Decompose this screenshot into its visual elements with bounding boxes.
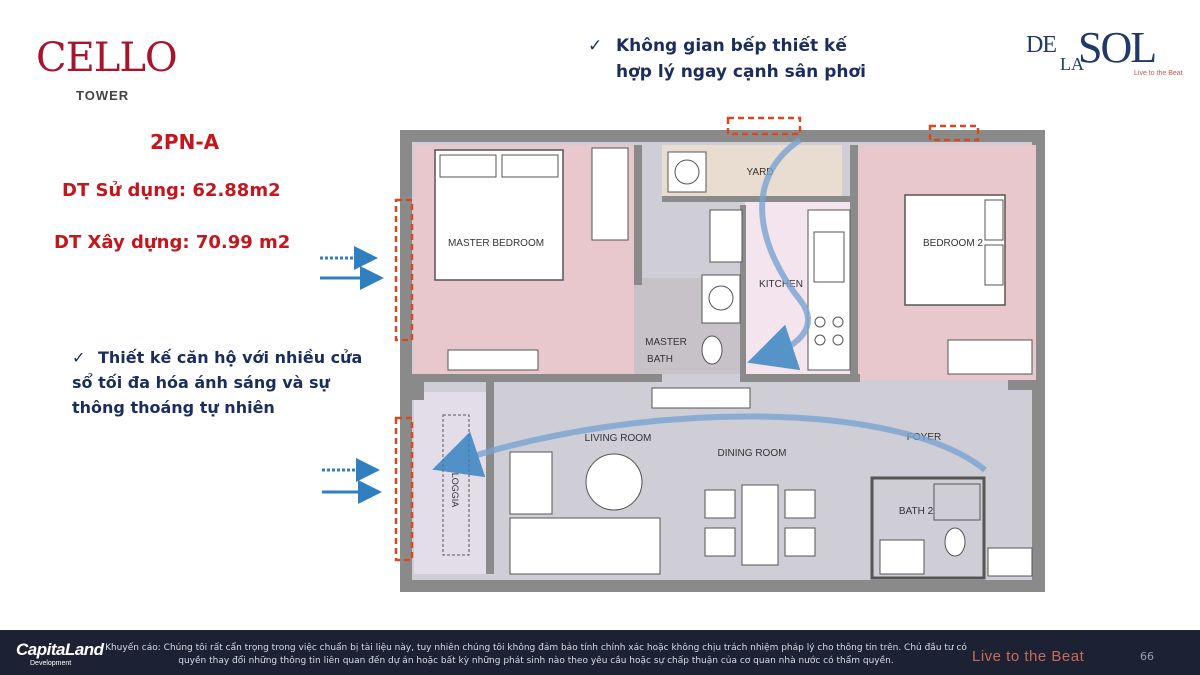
cello-logo-sub: TOWER bbox=[76, 88, 130, 103]
basin bbox=[708, 285, 734, 311]
window-note: ✓ Thiết kế căn hộ với nhiều cửa sổ tối đ… bbox=[72, 345, 392, 420]
yard-label: YARD bbox=[746, 167, 773, 178]
pillow2 bbox=[984, 199, 1004, 241]
kitchen-sink bbox=[813, 231, 845, 283]
footer: CapitaLand Development Khuyến cáo: Chúng… bbox=[0, 630, 1200, 675]
wardrobe2 bbox=[947, 339, 1033, 375]
kitchen-note-line2: hợp lý ngay cạnh sân phơi bbox=[616, 62, 866, 82]
master-bedroom-label: MASTER BEDROOM bbox=[448, 238, 544, 249]
kitchen-label: KITCHEN bbox=[759, 279, 803, 290]
kitchen-note: ✓ Không gian bếp thiết kế hợp lý ngay cạ… bbox=[588, 33, 866, 85]
window-highlight bbox=[928, 124, 980, 142]
dining-chair bbox=[784, 527, 816, 557]
disclaimer-line2: quyền thay đổi những thông tin liên quan… bbox=[178, 656, 894, 666]
floor-plan: MASTER BEDROOM YARD KITCHEN MASTER BATH … bbox=[320, 116, 1045, 592]
dresser bbox=[447, 349, 539, 371]
cello-tower-logo: CELLO TOWER bbox=[36, 36, 186, 108]
footer-tagline: Live to the Beat bbox=[972, 648, 1085, 665]
usable-area: DT Sử dụng: 62.88m2 bbox=[62, 180, 281, 201]
delasol-logo-sol: SOL bbox=[1078, 23, 1157, 72]
wall bbox=[486, 380, 494, 574]
master-bath-label-2: BATH bbox=[647, 354, 673, 365]
dining-table bbox=[741, 484, 779, 566]
shoe-cabinet bbox=[651, 387, 751, 409]
capitaland-logo: CapitaLand bbox=[16, 640, 104, 659]
delasol-logo-tagline: Live to the Beat bbox=[1134, 70, 1183, 77]
wall bbox=[412, 374, 662, 382]
window-highlight bbox=[394, 198, 414, 342]
window-highlight bbox=[726, 116, 802, 136]
check-icon: ✓ bbox=[72, 348, 86, 367]
pillow2 bbox=[984, 244, 1004, 286]
wall bbox=[850, 145, 858, 380]
dining-chair bbox=[704, 489, 736, 519]
delasol-logo-la: LA bbox=[1060, 54, 1084, 74]
wall bbox=[400, 380, 424, 400]
window-note-line1: Thiết kế căn hộ với nhiều cửa bbox=[98, 348, 363, 367]
bath2-label: BATH 2 bbox=[899, 506, 934, 517]
stove-burner bbox=[832, 316, 844, 328]
disclaimer-line1: Khuyến cáo: Chúng tôi rất cẩn trọng tron… bbox=[105, 643, 967, 653]
loggia-area bbox=[414, 392, 486, 574]
wall bbox=[1008, 380, 1036, 390]
delasol-logo: DE LA SOL Live to the Beat bbox=[1020, 22, 1183, 82]
dining-room-label: DINING ROOM bbox=[718, 448, 787, 459]
flow-arrow bbox=[432, 413, 987, 478]
coffee-table bbox=[585, 453, 643, 511]
bath2-toilet bbox=[944, 527, 966, 557]
wall bbox=[740, 205, 746, 375]
washing-machine bbox=[667, 151, 707, 193]
window-highlight bbox=[394, 416, 414, 562]
loggia-label: LOGGIA bbox=[450, 473, 460, 508]
bath2-shower bbox=[933, 483, 981, 521]
sofa bbox=[509, 517, 661, 575]
loggia-bench bbox=[442, 414, 470, 556]
page-number: 66 bbox=[1140, 650, 1154, 663]
built-area: DT Xây dựng: 70.99 m2 bbox=[54, 232, 291, 253]
dining-chair bbox=[784, 489, 816, 519]
window-note-line2: sổ tối đa hóa ánh sáng và sự bbox=[72, 373, 330, 392]
entry-cabinet bbox=[987, 547, 1033, 577]
flow-arrow bbox=[747, 137, 811, 371]
toilet bbox=[701, 335, 723, 365]
check-icon: ✓ bbox=[588, 36, 603, 56]
fridge bbox=[709, 209, 743, 263]
disclaimer: Khuyến cáo: Chúng tôi rất cẩn trọng tron… bbox=[96, 642, 976, 668]
wall bbox=[662, 196, 850, 202]
vanity bbox=[701, 274, 741, 324]
kitchen-note-line1: Không gian bếp thiết kế bbox=[616, 36, 847, 56]
stove-burner bbox=[814, 334, 826, 346]
bath2-vanity bbox=[879, 539, 925, 575]
capitaland-logo-sub: Development bbox=[30, 660, 72, 667]
wall bbox=[740, 374, 860, 382]
stove-burner bbox=[814, 316, 826, 328]
cello-logo-word: CELLO bbox=[36, 35, 178, 81]
unit-code: 2PN-A bbox=[150, 130, 220, 154]
washing-machine-drum bbox=[674, 159, 700, 185]
window-note-line3: thông thoáng tự nhiên bbox=[72, 398, 275, 417]
bedroom2-label: BEDROOM 2 bbox=[923, 238, 983, 249]
delasol-logo-de: DE bbox=[1026, 32, 1057, 58]
pillow bbox=[439, 154, 497, 178]
kitchen-counter bbox=[807, 209, 851, 371]
wall bbox=[634, 145, 642, 285]
armchair bbox=[509, 451, 553, 515]
dining-chair bbox=[704, 527, 736, 557]
stove-burner bbox=[832, 334, 844, 346]
pillow bbox=[501, 154, 559, 178]
wardrobe bbox=[591, 147, 629, 241]
master-bath-label-1: MASTER bbox=[645, 337, 687, 348]
living-room-label: LIVING ROOM bbox=[585, 433, 652, 444]
